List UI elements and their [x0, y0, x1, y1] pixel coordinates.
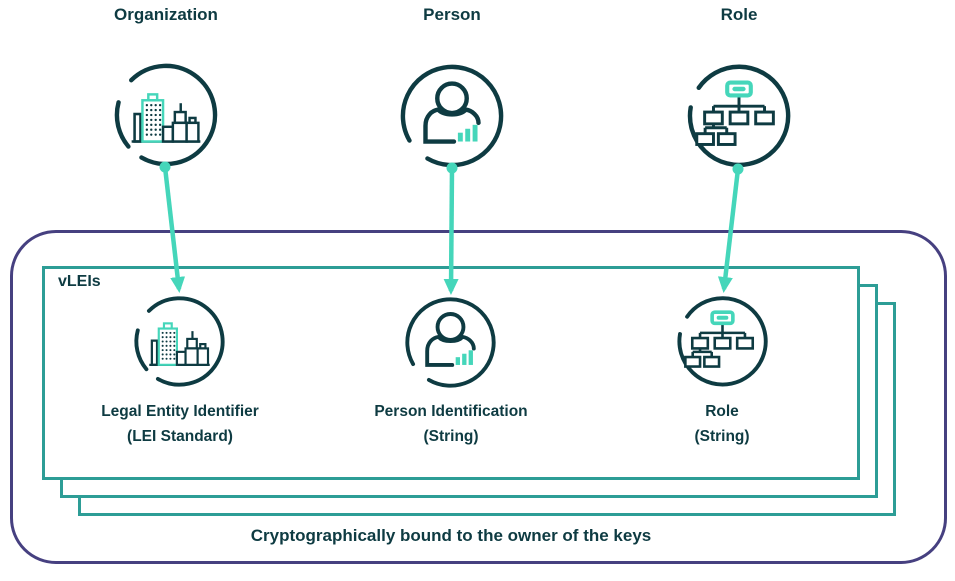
- organization-icon: [112, 61, 220, 169]
- role-icon: [675, 294, 770, 389]
- role-icon: [685, 62, 793, 170]
- caption: Cryptographically bound to the owner of …: [250, 526, 652, 545]
- item-label-person: Person Identification (String): [311, 399, 591, 449]
- vlei-card-front: [42, 266, 860, 480]
- organization-icon: [132, 294, 227, 389]
- item-label-role-line1: Role: [705, 403, 739, 420]
- top-label-role: Role: [720, 5, 758, 24]
- person-icon: [403, 295, 498, 390]
- item-label-role-line2: (String): [694, 428, 750, 445]
- vlei-box-title: vLEIs: [58, 273, 101, 290]
- item-label-lei-line2: (LEI Standard): [127, 428, 233, 445]
- outer-purple-frame: [10, 230, 947, 564]
- top-label-person: Person: [423, 5, 481, 24]
- item-label-person-line1: Person Identification: [374, 403, 528, 420]
- item-label-lei-line1: Legal Entity Identifier: [101, 403, 259, 420]
- top-label-organization: Organization: [114, 5, 218, 24]
- item-label-person-line2: (String): [423, 428, 479, 445]
- item-label-role: Role (String): [582, 399, 862, 449]
- person-icon: [398, 62, 506, 170]
- item-label-lei: Legal Entity Identifier (LEI Standard): [40, 399, 320, 449]
